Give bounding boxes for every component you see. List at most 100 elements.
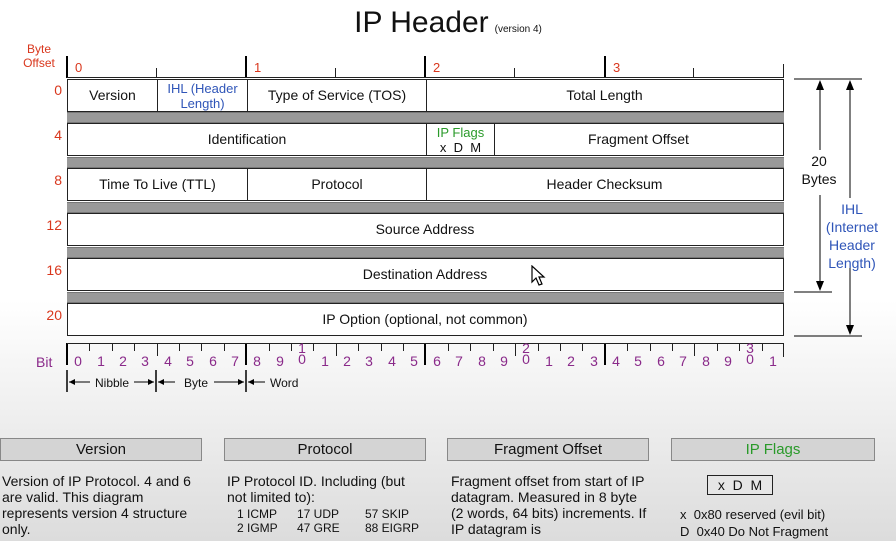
- protocol-panel-title: Protocol: [224, 438, 426, 461]
- bit-number: 1: [97, 353, 105, 369]
- protocol-panel-text: IP Protocol ID. Including (but not limit…: [227, 473, 405, 505]
- header-row-20: IP Option (optional, not common): [67, 303, 784, 336]
- bit-number: 6: [433, 353, 441, 369]
- ihl-field: IHL (Header Length): [157, 80, 247, 111]
- bit-number: 1: [545, 353, 553, 369]
- bit-tick: [538, 343, 539, 351]
- bit-tick: [582, 343, 583, 351]
- protocol-id: 47 GRE: [297, 521, 340, 535]
- total-length-field: Total Length: [426, 80, 782, 111]
- byte-offset-label-2: Offset: [23, 56, 55, 70]
- bit-number: 5: [410, 353, 418, 369]
- offset-8: 8: [54, 172, 62, 188]
- bit-tick: [179, 343, 180, 351]
- bit-number: 0: [74, 353, 82, 369]
- bit-number: 3: [365, 353, 373, 369]
- version-panel-text: Version of IP Protocol. 4 and 6 are vali…: [2, 473, 191, 537]
- page-title: IP Header(version 4): [0, 6, 896, 40]
- byte-marker-3: 3: [613, 60, 621, 75]
- bit-tick: [201, 343, 202, 351]
- bit-number: 5: [186, 353, 194, 369]
- bit-tick: [224, 343, 225, 351]
- bit-tick: [762, 343, 763, 351]
- bit-tick: [560, 343, 561, 351]
- fragment-offset-field: Fragment Offset: [494, 124, 782, 155]
- bit-tick: [717, 343, 718, 351]
- bit-number: 3: [141, 353, 149, 369]
- bit-tick: [358, 343, 359, 351]
- bit-tick: [515, 343, 516, 356]
- bit-tick: [291, 343, 292, 351]
- byte-marker-1: 1: [254, 60, 262, 75]
- mouse-cursor-icon: [531, 265, 546, 286]
- ip-option-field: IP Option (optional, not common): [322, 311, 528, 327]
- ip-flags-title: IP Flags: [436, 124, 485, 140]
- bit-number: 7: [679, 353, 687, 369]
- header-checksum-field: Header Checksum: [426, 169, 782, 200]
- separator-band: [67, 202, 784, 213]
- header-row-12: Source Address: [67, 213, 784, 246]
- header-row-8: Time To Live (TTL) Protocol Header Check…: [67, 168, 784, 201]
- bit-tick: [672, 343, 673, 351]
- protocol-id: 88 EIGRP: [365, 521, 420, 535]
- protocol-id: 2 IGMP: [237, 521, 278, 535]
- bit-tick: [112, 343, 113, 351]
- separator-band: [67, 157, 784, 168]
- fragment-offset-panel-text: Fragment offset from start of IP datagra…: [451, 473, 647, 537]
- version-panel-title: Version: [0, 438, 202, 461]
- bit-number: 6: [209, 353, 217, 369]
- header-row-0: Version IHL (Header Length) Type of Serv…: [67, 79, 784, 112]
- separator-band: [67, 112, 784, 123]
- ip-flags-field: IP Flags x D M: [426, 124, 494, 155]
- byte-marker-2: 2: [433, 60, 441, 75]
- byte-label: Byte: [184, 376, 209, 390]
- protocol-id: 17 UDP: [297, 507, 340, 521]
- right-brackets: [794, 78, 862, 337]
- ip-flags-panel-title: IP Flags: [671, 438, 875, 461]
- bit-number: 7: [455, 353, 463, 369]
- identification-field: Identification: [207, 131, 287, 147]
- offset-20: 20: [46, 307, 62, 323]
- bit-number: 6: [657, 353, 665, 369]
- byte-offset-label-1: Byte: [26, 42, 51, 56]
- byte-marker-0: 0: [75, 60, 83, 75]
- separator-band: [67, 292, 784, 303]
- bit-number: 5: [634, 353, 642, 369]
- bit-number: 2: [343, 353, 351, 369]
- offset-16: 16: [46, 262, 62, 278]
- destination-address-field: Destination Address: [362, 266, 488, 282]
- top-ruler: 0 1 2 3: [66, 56, 784, 78]
- bit-tick: [134, 343, 135, 351]
- scale-arrows: [66, 370, 265, 392]
- separator-band: [67, 247, 784, 258]
- header-row-16: Destination Address: [67, 258, 784, 291]
- protocol-field: Protocol: [247, 169, 426, 200]
- version-field: Version: [89, 87, 136, 103]
- flag-d-desc: D 0x40 Do Not Fragment: [680, 524, 829, 539]
- bit-label: Bit: [36, 354, 53, 370]
- flag-x-desc: x 0x80 reserved (evil bit): [680, 507, 826, 522]
- bit-tick: [381, 343, 382, 351]
- twenty-bytes-label: 20 Bytes: [801, 153, 837, 187]
- fragment-offset-panel-title: Fragment Offset: [447, 438, 649, 461]
- bit-number: 4: [612, 353, 620, 369]
- nibble-label: Nibble: [95, 376, 130, 390]
- bit-number: 8: [253, 353, 261, 369]
- bit-number: 8: [478, 353, 486, 369]
- bit-number: 7: [231, 353, 239, 369]
- bit-tick: [470, 343, 471, 351]
- bit-tick: [313, 343, 314, 351]
- bit-tick: [403, 343, 404, 351]
- title-main: IP Header: [354, 6, 489, 39]
- offset-4: 4: [54, 127, 62, 143]
- bit-number: 2: [119, 353, 127, 369]
- tos-field: Type of Service (TOS): [247, 80, 426, 111]
- bit-number: 9: [500, 353, 508, 369]
- ip-flags-bits: x D M: [439, 139, 482, 155]
- bit-number: 9: [724, 353, 732, 369]
- bit-tick: [448, 343, 449, 351]
